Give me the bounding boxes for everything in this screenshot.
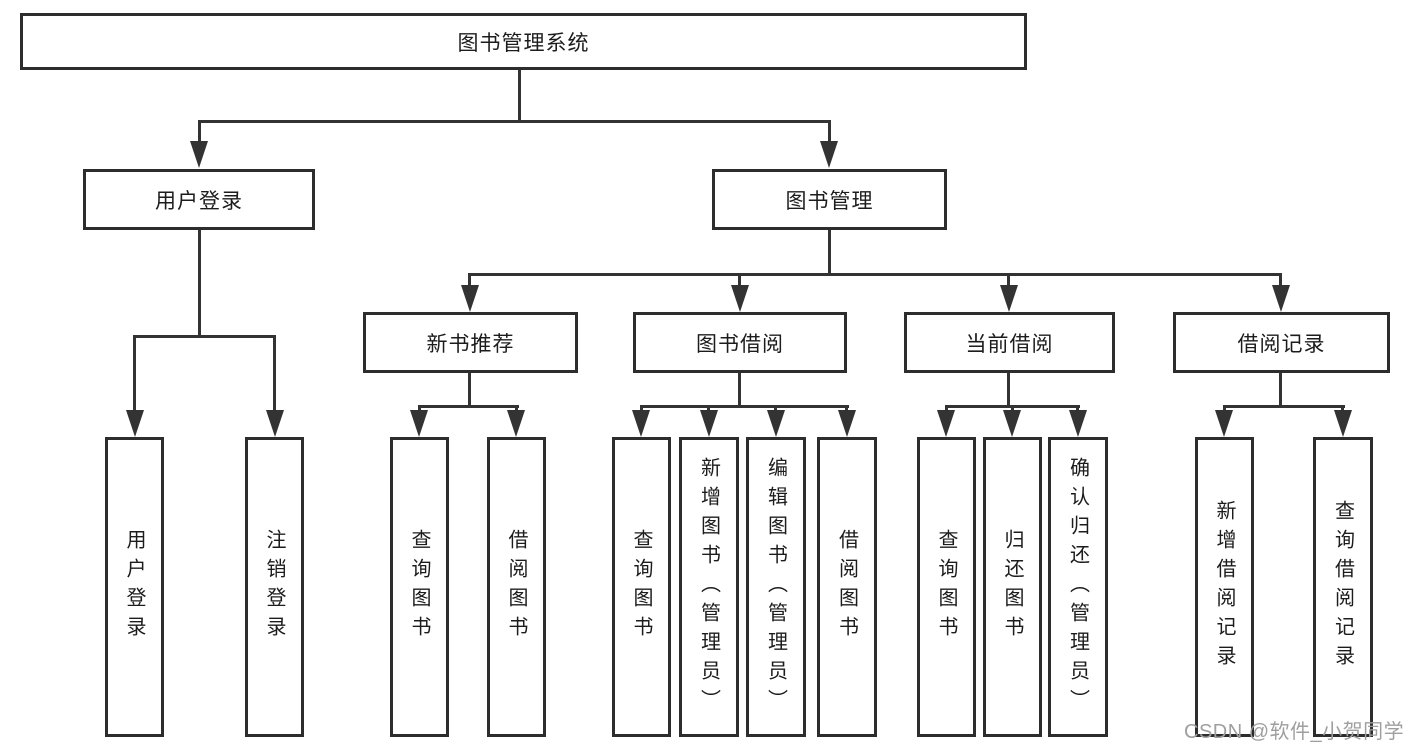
connector-stub bbox=[1011, 405, 1014, 414]
connector-stub bbox=[1007, 273, 1010, 286]
node-label: 借阅图书 bbox=[505, 529, 527, 645]
connector-stub bbox=[845, 405, 848, 414]
arrowhead-down bbox=[266, 410, 284, 437]
connector-split bbox=[640, 405, 849, 408]
connector-split bbox=[1223, 405, 1345, 408]
connector-trunk bbox=[468, 373, 471, 407]
leaf-logout: 注销登录 bbox=[245, 437, 304, 737]
connector-trunk bbox=[738, 373, 741, 407]
arrowhead-down bbox=[1215, 410, 1233, 437]
leaf-query-books-1: 查询图书 bbox=[390, 437, 449, 737]
connector-stub bbox=[515, 405, 518, 414]
connector-user-login-trunk bbox=[198, 230, 201, 337]
arrowhead-down bbox=[838, 410, 856, 437]
node-book-management: 图书管理 bbox=[712, 169, 947, 230]
leaf-borrow-books-1: 借阅图书 bbox=[487, 437, 546, 737]
arrowhead-down bbox=[767, 410, 785, 437]
connector-stub bbox=[273, 335, 276, 411]
node-borrowing-records: 借阅记录 bbox=[1173, 312, 1390, 373]
leaf-borrow-books-2: 借阅图书 bbox=[817, 437, 877, 737]
arrowhead-down bbox=[820, 141, 838, 168]
node-label: 借阅图书 bbox=[835, 529, 858, 645]
node-label: 新增借阅记录 bbox=[1213, 500, 1235, 674]
connector-stub bbox=[468, 273, 471, 286]
arrowhead-down bbox=[1003, 410, 1021, 437]
node-book-borrowing: 图书借阅 bbox=[633, 312, 847, 373]
leaf-add-borrow-record: 新增借阅记录 bbox=[1195, 437, 1254, 737]
arrowhead-down bbox=[632, 410, 650, 437]
arrowhead-down bbox=[190, 141, 208, 168]
arrowhead-down bbox=[700, 410, 718, 437]
connector-stub bbox=[828, 120, 831, 143]
node-label: 归还图书 bbox=[1001, 529, 1023, 645]
node-label: 图书管理系统 bbox=[457, 31, 590, 55]
node-label: 查询图书 bbox=[935, 529, 957, 645]
node-label: 图书管理 bbox=[785, 189, 874, 213]
leaf-query-books-3: 查询图书 bbox=[917, 437, 976, 737]
node-label: 当前借阅 bbox=[965, 332, 1054, 356]
arrowhead-down bbox=[507, 410, 525, 437]
connector-stub bbox=[640, 405, 643, 414]
connector-stub bbox=[1223, 405, 1226, 414]
arrowhead-down bbox=[410, 410, 428, 437]
leaf-user-login: 用户登录 bbox=[105, 437, 164, 737]
node-label: 编辑图书（管理员） bbox=[764, 456, 787, 718]
connector-stub bbox=[707, 405, 710, 414]
node-label: 新书推荐 bbox=[426, 332, 515, 356]
node-label: 查询图书 bbox=[630, 529, 652, 645]
connector-trunk bbox=[1279, 373, 1282, 407]
arrowhead-down bbox=[1334, 410, 1352, 437]
node-label: 图书借阅 bbox=[696, 332, 784, 356]
connector-level2-split bbox=[469, 273, 1282, 276]
node-label: 用户登录 bbox=[123, 529, 145, 645]
connector-stub bbox=[738, 273, 741, 286]
arrowhead-down bbox=[461, 285, 479, 312]
node-current-borrowing: 当前借阅 bbox=[904, 312, 1115, 373]
arrowhead-down bbox=[731, 285, 749, 312]
connector-stub bbox=[1279, 273, 1282, 286]
leaf-edit-book-admin: 编辑图书（管理员） bbox=[746, 437, 806, 737]
connector-root-trunk bbox=[518, 70, 521, 122]
arrowhead-down bbox=[937, 410, 955, 437]
connector-stub bbox=[945, 405, 948, 414]
node-label: 查询图书 bbox=[408, 529, 430, 645]
node-new-book-recommend: 新书推荐 bbox=[363, 312, 578, 373]
node-label: 确认归还（管理员） bbox=[1066, 456, 1089, 718]
node-label: 用户登录 bbox=[155, 189, 243, 213]
connector-stub bbox=[1341, 405, 1344, 414]
leaf-return-book: 归还图书 bbox=[983, 437, 1042, 737]
csdn-watermark: CSDN @软件_小贺同学 bbox=[1184, 721, 1405, 743]
node-label: 注销登录 bbox=[263, 529, 285, 645]
node-label: 查询借阅记录 bbox=[1331, 500, 1354, 674]
connector-stub bbox=[133, 335, 136, 411]
leaf-query-books-2: 查询图书 bbox=[612, 437, 671, 737]
leaf-add-book-admin: 新增图书（管理员） bbox=[679, 437, 739, 737]
connector-book-mgmt-trunk bbox=[828, 230, 831, 275]
node-label: 新增图书（管理员） bbox=[697, 456, 720, 718]
connector-level1-split bbox=[198, 120, 831, 123]
arrowhead-down bbox=[126, 410, 144, 437]
node-root-library-system: 图书管理系统 bbox=[20, 13, 1027, 70]
connector-stub bbox=[418, 405, 421, 414]
connector-stub bbox=[1076, 405, 1079, 414]
connector-user-login-split bbox=[133, 335, 276, 338]
connector-stub bbox=[774, 405, 777, 414]
arrowhead-down bbox=[1272, 285, 1290, 312]
connector-stub bbox=[198, 120, 201, 143]
arrowhead-down bbox=[1069, 410, 1087, 437]
leaf-query-borrow-record: 查询借阅记录 bbox=[1313, 437, 1373, 737]
connector-trunk bbox=[1007, 373, 1010, 407]
connector-split bbox=[418, 405, 519, 408]
arrowhead-down bbox=[1000, 285, 1018, 312]
node-label: 借阅记录 bbox=[1237, 332, 1326, 356]
leaf-confirm-return-admin: 确认归还（管理员） bbox=[1048, 437, 1108, 737]
node-user-login: 用户登录 bbox=[83, 169, 315, 230]
